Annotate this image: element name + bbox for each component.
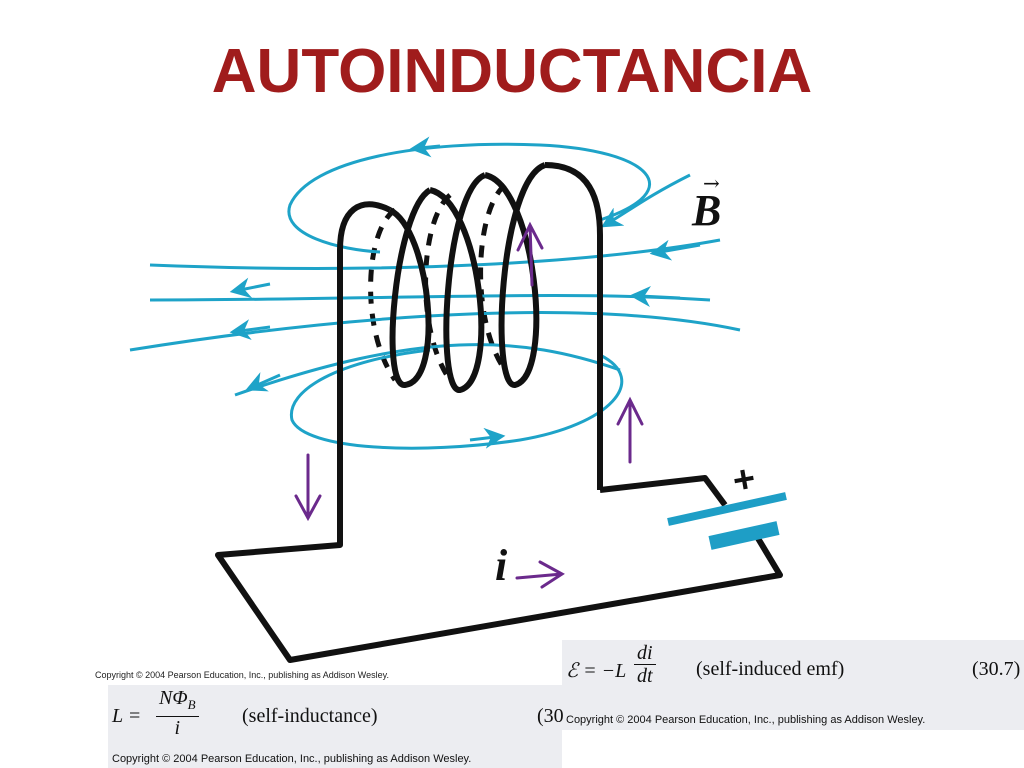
coil-front-2 [429,172,487,393]
wire-right-to-battery [599,475,728,507]
current-arrow-right-up [616,396,644,464]
battery-plus-label: + [730,458,759,503]
current-arrow-left-down [294,453,322,522]
emf-equation: ℰ = −L di dt (self-induced emf) (30.7) [566,642,1021,698]
inductance-fraction-numerator: NΦB [156,687,199,717]
wire-right-lead [544,162,603,490]
inductance-equation-number: (30 [537,705,564,727]
field-line-1 [149,238,721,270]
battery-negative-plate [708,521,780,550]
field-label-group: → B [691,171,721,235]
inductance-lhs: L = [112,705,142,727]
field-vector-arrow-label: → [703,171,720,195]
coil-front-1 [388,187,432,388]
inductance-numerator-subscript: B [187,697,196,712]
page-title: AUTOINDUCTANCIA [211,37,813,106]
magnetic-field-lines [129,136,741,450]
current-label: i [495,541,508,590]
inductance-description: (self-inductance) [242,705,378,727]
diagram-copyright: Copyright © 2004 Pearson Education, Inc.… [95,670,389,680]
field-line-1-arrow-left [229,277,271,299]
emf-description: (self-induced emf) [696,658,845,680]
battery-positive-plate [667,492,787,526]
current-arrows [294,221,644,589]
field-loop-bottom-arrow [469,427,506,449]
field-line-4 [234,343,621,397]
field-loop-bottom [289,348,624,450]
inductance-copyright: Copyright © 2004 Pearson Education, Inc.… [112,753,472,765]
coil-front-3 [483,162,547,388]
coil-back-3 [478,183,508,372]
coil-and-wire [215,162,783,663]
emf-equation-number: (30.7) [972,658,1021,680]
current-arrow-coil-up [516,221,544,287]
field-line-2-arrow [629,286,681,308]
wire-circuit [215,455,783,663]
inductance-numerator-main: NΦ [159,687,188,709]
field-line-1-arrow [649,239,701,261]
field-line-4-arrow [245,372,281,392]
inductance-equation-panel: L = NΦB i (self-inductance) (30 Copyrigh… [108,685,564,768]
battery [667,492,787,550]
field-line-3-arrow-left [229,319,271,341]
inductance-equation: L = NΦB i (self-inductance) (30 [112,685,564,741]
emf-copyright: Copyright © 2004 Pearson Education, Inc.… [566,714,926,726]
emf-fraction-numerator: di [634,642,656,665]
current-arrow-bottom [515,560,565,589]
wire-left-lead [337,201,392,455]
inductance-fraction: NΦB i [156,687,199,739]
inductance-fraction-denominator: i [174,717,181,739]
emf-equation-panel: ℰ = −L di dt (self-induced emf) (30.7) C… [562,640,1024,730]
emf-lhs: ℰ = −L [566,660,627,682]
field-loop-top-arrow [409,136,441,158]
emf-fraction-denominator: dt [637,665,653,687]
coil-back-1 [368,207,398,382]
emf-fraction: di dt [634,642,656,687]
field-label: B [691,186,721,235]
field-line-upper-right [600,173,691,228]
